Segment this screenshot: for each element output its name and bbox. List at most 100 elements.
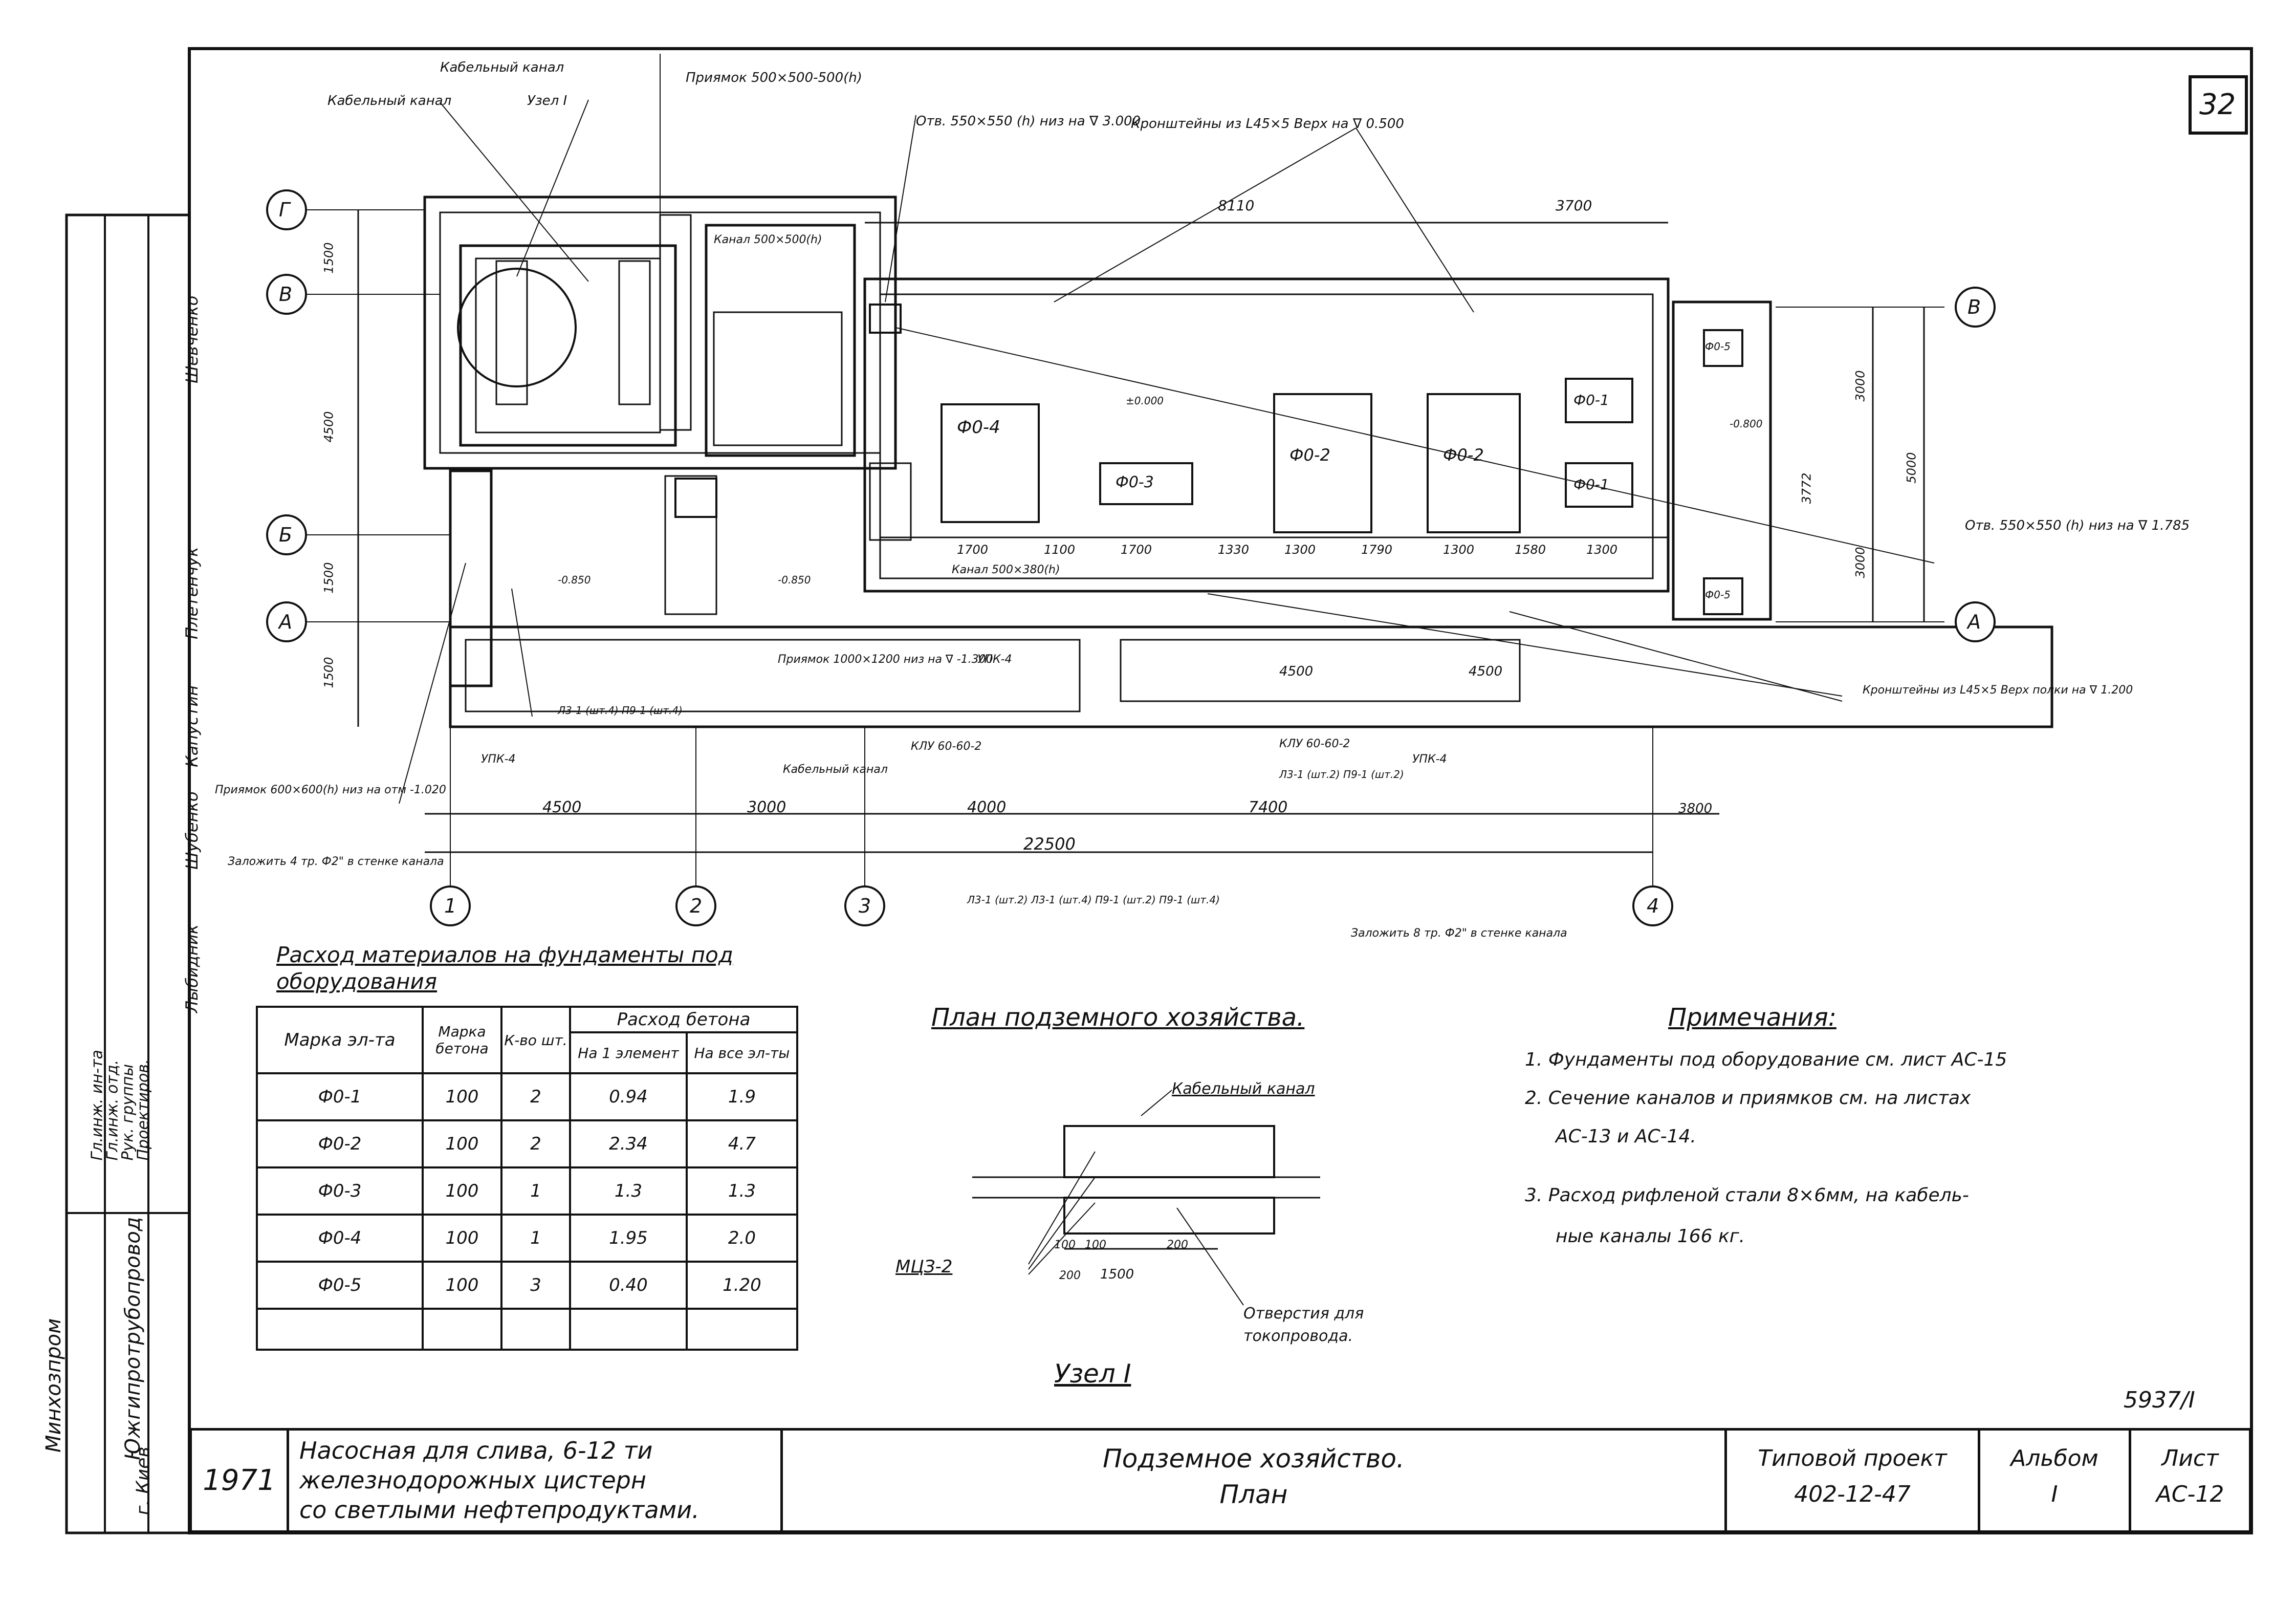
- note-2: 2. Сечение каналов и приямков см. на лис…: [1525, 1088, 1971, 1109]
- plan-title: План подземного хозяйства.: [931, 1003, 1305, 1032]
- typical-project-value: 402-12-47: [1794, 1481, 1911, 1507]
- node-mcz-label: МЦЗ-2: [895, 1257, 953, 1277]
- axis-label-A-left: А: [279, 611, 292, 633]
- label-cable-canal-3: Кабельный канал: [783, 763, 888, 776]
- cell-qty: [500, 1308, 571, 1351]
- col-header-per-element: На 1 элемент: [569, 1031, 688, 1074]
- label-canal-380: Канал 500×380(h): [952, 564, 1060, 576]
- name-2: Плетенчук: [182, 547, 202, 639]
- dim-right-3: 3772: [1799, 472, 1814, 504]
- label-l3-right: Л3-1 (шт.2) П9-1 (шт.2): [1279, 768, 1404, 781]
- axis-label-V-left: В: [279, 283, 293, 306]
- axis-label-V-right: В: [1967, 296, 1981, 318]
- col-header-concrete-grade: Марка бетона: [422, 1006, 502, 1074]
- label-pit-top: Приямок 500×500-500(h): [686, 70, 862, 85]
- name-1: Шевченко: [182, 295, 202, 383]
- label-dim-4500b: 4500: [1469, 664, 1502, 679]
- cell-total: [685, 1308, 799, 1351]
- label-upk-4-c: УПК-4: [1412, 753, 1447, 766]
- cell-per-element: 1.95: [569, 1214, 688, 1263]
- cell-qty: 2: [500, 1072, 571, 1121]
- dim-bottom-3800: 3800: [1678, 801, 1713, 816]
- label-embed-8: Заложить 8 тр. Ф2" в стенке канала: [1351, 927, 1567, 940]
- title-block: 1971 Насосная для слива, 6-12 ти железно…: [189, 1428, 2251, 1533]
- cell-qty: 2: [500, 1119, 571, 1168]
- dim-row-7: 1580: [1515, 543, 1546, 557]
- title-block-typical-cell: Типовой проект 402-12-47: [1724, 1428, 1980, 1533]
- dim-row-0: 1700: [957, 543, 989, 557]
- title-block-project-cell: Насосная для слива, 6-12 ти железнодорож…: [287, 1428, 783, 1533]
- cell-mark: Ф0-5: [256, 1261, 424, 1310]
- foundation-fo2-a: Ф0-2: [1289, 445, 1330, 465]
- dim-top-8110: 8110: [1218, 197, 1255, 214]
- title-block-sheet-cell: Лист AC-12: [2129, 1428, 2251, 1533]
- col-header-concrete-use: Расход бетона: [569, 1006, 798, 1033]
- label-cable-canal-2: Кабельный канал: [327, 93, 451, 109]
- cell-per-element: [569, 1308, 688, 1351]
- table-row: Ф0-4 100 1 1.95 2.0: [256, 1214, 799, 1263]
- org-name-1: Минхозпром: [42, 1318, 65, 1453]
- dim-bottom-4000: 4000: [967, 798, 1007, 816]
- title-block-year: 1971: [203, 1464, 276, 1497]
- dim-right-2: 3000: [1853, 547, 1868, 578]
- dim-row-3: 1330: [1218, 543, 1250, 557]
- cell-total: 2.0: [685, 1214, 799, 1263]
- axis-label-3: 3: [859, 895, 871, 917]
- axis-label-1: 1: [444, 895, 457, 917]
- label-level-3: -0.800: [1730, 418, 1762, 430]
- table-row: Ф0-1 100 2 0.94 1.9: [256, 1072, 799, 1121]
- materials-table: Марка эл-та Марка бетона К-во шт. Расход…: [256, 1006, 799, 1351]
- dim-bottom-3000: 3000: [747, 798, 786, 816]
- dim-row-4: 1300: [1284, 543, 1316, 557]
- dim-total: 22500: [1023, 834, 1076, 854]
- dim-row-5: 1790: [1361, 543, 1393, 557]
- axis-label-2: 2: [690, 895, 703, 917]
- title-block-drawing-cell: Подземное хозяйство. План: [780, 1428, 1727, 1533]
- label-cable-canal-1: Кабельный канал: [440, 60, 564, 75]
- label-brackets-bottom: Кронштейны из L45×5 Верх полки на ∇ 1.20…: [1863, 684, 2133, 697]
- table-row: Ф0-2 100 2 2.34 4.7: [256, 1119, 799, 1168]
- typical-project-label: Типовой проект: [1758, 1445, 1947, 1471]
- axis-label-A-right: А: [1967, 611, 1981, 633]
- note-2-cont: АС-13 и АС-14.: [1556, 1126, 1696, 1147]
- label-level-2: -0.850: [778, 574, 811, 586]
- label-l3-bottom: Л3-1 (шт.2) Л3-1 (шт.4) П9-1 (шт.2) П9-1…: [967, 894, 1220, 906]
- label-canal-500: Канал 500×500(h): [714, 233, 822, 246]
- label-level-1: -0.850: [558, 574, 591, 586]
- table-row: Ф0-3 100 1 1.3 1.3: [256, 1166, 799, 1216]
- note-3: 3. Расход рифленой стали 8×6мм, на кабел…: [1525, 1185, 1969, 1206]
- foundation-fo5-a: Ф0-5: [1705, 340, 1731, 353]
- drawing-title-line: Подземное хозяйство.: [1103, 1444, 1405, 1474]
- sheet-label: Лист: [2161, 1445, 2219, 1471]
- title-block-album-cell: Альбом I: [1978, 1428, 2131, 1533]
- cell-grade: 100: [422, 1119, 502, 1168]
- org-city: г. Киев: [133, 1446, 154, 1516]
- dim-left-3: 1500: [321, 657, 336, 688]
- label-l3-left: Л3-1 (шт.4) П9-1 (шт.4): [557, 704, 683, 717]
- label-node-ref: Узел I: [527, 93, 567, 109]
- cell-per-element: 1.3: [569, 1166, 688, 1216]
- title-block-year-cell: 1971: [189, 1428, 289, 1533]
- label-embed-4: Заложить 4 тр. Ф2" в стенке канала: [228, 855, 444, 868]
- cell-mark: Ф0-3: [256, 1166, 424, 1216]
- dim-right-0: 3000: [1853, 370, 1868, 402]
- axis-label-G: Г: [279, 199, 290, 221]
- dim-left-2: 1500: [321, 562, 336, 594]
- dim-left-0: 1500: [321, 242, 336, 274]
- table-row: [256, 1308, 799, 1351]
- dim-bottom-4500: 4500: [542, 798, 582, 816]
- node-dim-200b: 200: [1167, 1239, 1188, 1251]
- cell-qty: 3: [500, 1261, 571, 1310]
- name-4: Шубенко: [182, 791, 202, 870]
- cell-grade: 100: [422, 1072, 502, 1121]
- axis-bubbles: [266, 189, 1996, 926]
- cell-total: 1.20: [685, 1261, 799, 1310]
- dim-left-1: 4500: [321, 411, 336, 443]
- axis-label-4: 4: [1647, 895, 1659, 917]
- cell-mark: Ф0-2: [256, 1119, 424, 1168]
- sheet-value: AC-12: [2156, 1481, 2224, 1507]
- doc-code: 5937/I: [2124, 1387, 2195, 1413]
- album-value: I: [2051, 1481, 2058, 1507]
- sheet-number: 32: [2199, 88, 2236, 121]
- notes-title: Примечания:: [1668, 1003, 1836, 1032]
